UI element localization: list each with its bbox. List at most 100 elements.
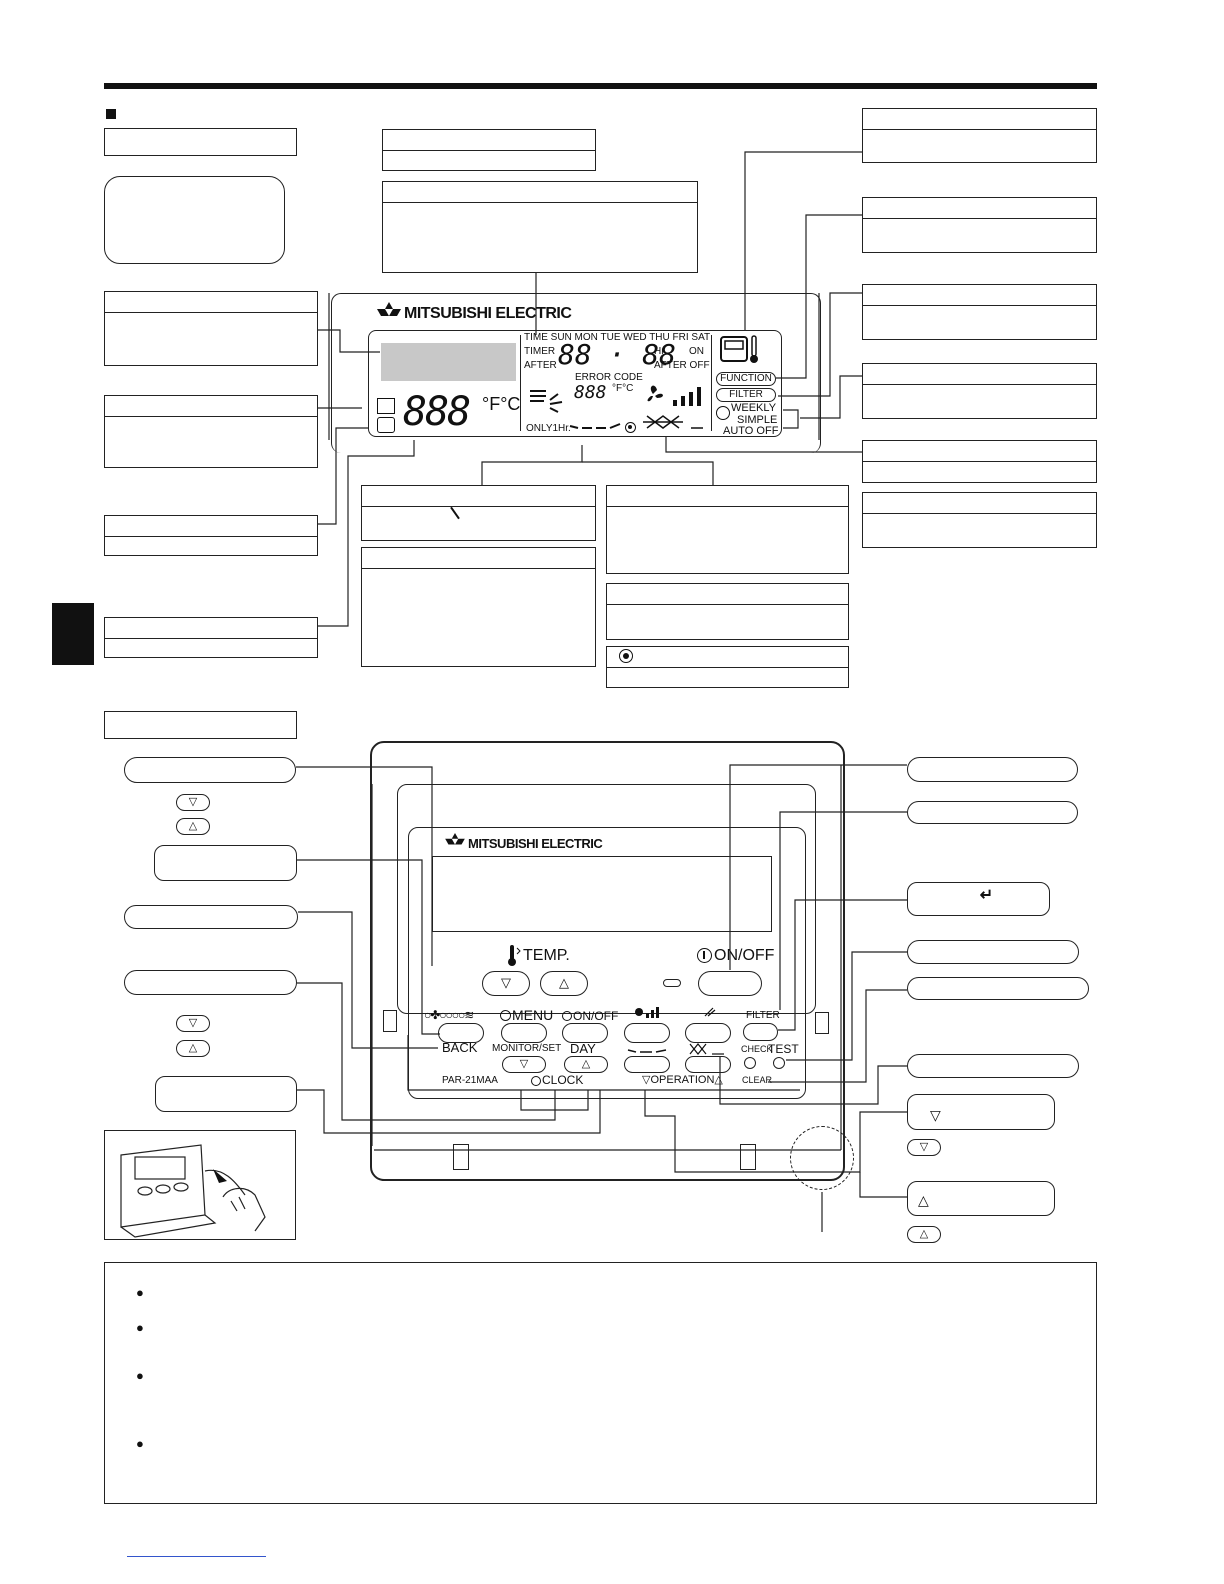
controller-brand: MITSUBISHI ELECTRIC <box>468 836 603 851</box>
op-up-icon: △ <box>907 1226 941 1243</box>
clock-label: CLOCK <box>542 1073 584 1087</box>
clear-label: CLEAR <box>742 1075 773 1085</box>
lcd-function-label: FUNCTION <box>720 373 772 384</box>
check-button[interactable] <box>744 1057 756 1069</box>
lcd-on: ON <box>689 346 704 357</box>
on-off-label: ON/OFF <box>714 947 775 964</box>
lcd-weekly: WEEKLY <box>731 402 777 414</box>
timer-clock-icon <box>562 1011 572 1021</box>
callout-box-m5 <box>606 646 849 688</box>
lcd-simple: SIMPLE <box>737 414 778 426</box>
fan-speed-button[interactable] <box>624 1023 670 1043</box>
ventilation-icon <box>643 412 707 432</box>
lcd-timer: TIMER <box>524 346 556 357</box>
lcd-indicator-b-icon <box>377 417 395 433</box>
timer-on-off-button[interactable] <box>562 1023 608 1043</box>
lcd-function-tag: FUNCTION <box>716 372 776 386</box>
lcd-brand: MITSUBISHI ELECTRIC <box>404 305 572 322</box>
monitor-set-label: MONITOR/SET <box>492 1043 562 1054</box>
power-icon <box>697 948 712 963</box>
callout-pill-op-up: △ <box>907 1181 1055 1216</box>
detail-circle <box>790 1126 854 1190</box>
clip-left-icon <box>453 1144 469 1170</box>
sensor-dot-icon <box>619 649 633 663</box>
menu-label: MENU <box>512 1007 554 1023</box>
callout-box-r6 <box>862 492 1097 548</box>
lcd-after: AFTER <box>524 360 557 371</box>
lcd-sensor-icon <box>625 422 636 433</box>
hinge-right-icon <box>815 1012 829 1034</box>
callout-pill-clock <box>155 1076 297 1112</box>
note-bullet-4: ● <box>136 1436 144 1451</box>
lcd-filter-tag: FILTER <box>716 388 776 402</box>
callout-box-l3 <box>104 515 318 556</box>
monitor-down-icon: ▽ <box>176 1015 210 1032</box>
callout-box-l1 <box>104 291 318 366</box>
lcd-filter-label: FILTER <box>729 389 763 400</box>
op-up-symbol: △ <box>918 1192 929 1208</box>
callout-pill-op-down: ▽ <box>907 1094 1055 1130</box>
back-label: BACK <box>442 1040 478 1055</box>
lcd-hr: Hr <box>654 346 665 357</box>
filter-label: FILTER <box>746 1010 780 1021</box>
controller-logo-icon <box>445 833 465 851</box>
callout-pill-test <box>907 940 1079 964</box>
lcd-indicator-a-icon <box>377 398 395 414</box>
op-down-icon: ▽ <box>907 1139 941 1156</box>
callout-pill-on-off <box>907 757 1078 782</box>
louver-button[interactable] <box>624 1056 670 1073</box>
callout-box-c1 <box>382 129 596 171</box>
cover-illustration <box>104 1130 296 1240</box>
callout-box-l4 <box>104 617 318 658</box>
test-button[interactable] <box>773 1057 785 1069</box>
vane-stroke-icon <box>450 506 460 520</box>
lcd-clock-icon <box>716 406 730 420</box>
lcd-error-digits: 888 <box>574 382 607 403</box>
callout-box-m3 <box>606 485 849 574</box>
temp-up-button[interactable]: △ <box>540 971 588 996</box>
test-label: TEST <box>768 1042 799 1056</box>
fan-icon <box>643 382 707 408</box>
lcd-divider-2 <box>711 335 712 431</box>
lcd-error-unit: °F°C <box>612 383 634 394</box>
notes-box <box>104 1262 1097 1504</box>
callout-box-m1 <box>361 485 596 541</box>
on-off-button[interactable] <box>698 971 762 996</box>
filter-button[interactable] <box>743 1023 778 1041</box>
callout-pill-lamp <box>907 801 1078 824</box>
callout-pill-back <box>124 905 298 929</box>
temp-up-icon: △ <box>176 818 210 835</box>
temp-down-button[interactable]: ▽ <box>482 971 530 996</box>
section-square-icon <box>106 109 116 119</box>
top-rule <box>104 83 1097 89</box>
callout-pill-monitor <box>124 970 297 995</box>
clock-down-button[interactable]: ▽ <box>502 1056 546 1073</box>
side-tab <box>52 603 94 665</box>
enter-icon: ↵ <box>979 887 994 904</box>
op-down-symbol: ▽ <box>930 1107 941 1123</box>
callout-pill-check <box>907 977 1089 1000</box>
clock-up-button[interactable]: △ <box>564 1056 608 1073</box>
callout-box-c2 <box>382 181 698 273</box>
note-bullet-3: ● <box>136 1368 144 1383</box>
menu-button[interactable] <box>501 1023 547 1043</box>
menu-clock-icon <box>500 1010 511 1021</box>
temp-label: TEMP. <box>523 947 570 964</box>
footer-link-underline <box>127 1556 266 1557</box>
hinge-left-icon <box>383 1010 397 1032</box>
temp-down-icon: ▽ <box>176 794 210 811</box>
monitor-up-icon: △ <box>176 1040 210 1057</box>
display-section-heading <box>104 128 297 156</box>
clip-right-icon <box>740 1144 756 1170</box>
callout-pill-temp <box>124 757 296 783</box>
day-label: DAY <box>570 1041 596 1056</box>
callout-pill-airflow <box>907 1054 1079 1078</box>
airflow-icon <box>703 1004 717 1018</box>
airflow-button[interactable] <box>685 1023 731 1043</box>
vent-button[interactable] <box>685 1056 731 1073</box>
callout-box-r1 <box>862 108 1097 163</box>
lcd-temp-digits: 888 <box>403 389 471 435</box>
mode-icons: ○✤○○○○≋ <box>424 1008 474 1022</box>
fan-speed-icon <box>634 1005 660 1019</box>
lcd-auto-off: AUTO OFF <box>723 425 779 437</box>
